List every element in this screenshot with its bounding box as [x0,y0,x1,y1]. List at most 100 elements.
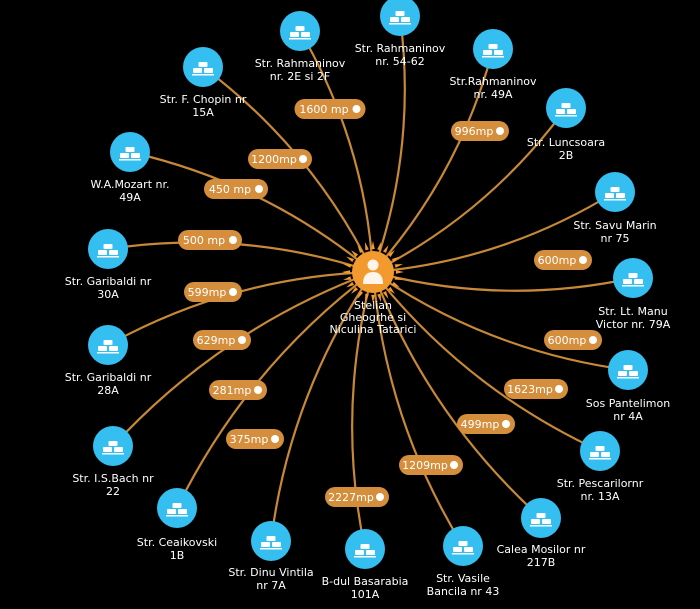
edge-label-luncsoara-2b[interactable]: 996mp [451,121,509,141]
center-spike [364,293,369,302]
edge-label-pill [204,179,268,199]
center-spike [395,270,404,274]
edge-label-dot [589,336,597,344]
edge-label-ceaikovski-1b[interactable]: 281mp [209,380,267,400]
gold-bars-icon [589,446,611,460]
center-spike [394,276,403,281]
gold-bars-icon [166,503,188,517]
gold-bars-icon [260,536,282,550]
edge-savu-marin-75 [372,191,616,274]
center-spike [357,290,364,299]
edge-label-dot [496,127,504,135]
edge-label-text: 1200mp [251,153,297,166]
edge-label-garibaldi-30a[interactable]: 500 mp [178,230,242,250]
edge-label-lt-manu-79a[interactable]: 600mp [534,250,592,270]
edge-label-mosilor-217b[interactable]: 499mp [457,414,515,434]
edge-label-dinu-vintila-7a[interactable]: 375mp [226,429,284,449]
node-label-line-1: Str. Savu Marin [573,219,656,232]
gold-bars-icon [192,62,214,76]
edge-label-garibaldi-28a[interactable]: 599mp [184,282,242,302]
center-spike [382,290,389,299]
gold-bars-icon [119,147,141,161]
edge-label-text: 500 mp [183,234,225,247]
node-circle [380,0,420,36]
center-spike [351,286,359,294]
edge-label-text: 996mp [455,125,494,138]
edge-label-dot [299,155,307,163]
edge-dinu-vintila-7a [269,271,374,542]
edge-lt-manu-79a [372,270,634,292]
node-mozart-49a[interactable]: W.A.Mozart nr.49A [91,132,170,204]
center-node[interactable]: Stelian Gheogrhe si Niculina Tatarici [329,241,417,336]
gold-bars-icon [622,273,644,287]
edge-label-rahmaninov-54[interactable]: 1600 mp [294,99,366,119]
node-label-line-1: Sos Pantelimon [586,397,670,410]
edge-label-pill [226,429,284,449]
node-label-line-1: Str. I.S.Bach nr [72,472,154,485]
node-label-line-2: 217B [527,556,556,569]
center-spike [387,250,395,258]
edge-mozart-49a [129,150,374,273]
gold-bars-icon [289,26,311,40]
node-label-line-1: Str. Rahmaninov [355,42,446,55]
node-label-line-2: 28A [97,384,119,397]
gold-bars-icon [604,187,626,201]
node-label-line-2: nr. 2E si 2F [270,70,331,83]
center-spike [351,250,359,258]
edge-label-dot [376,493,384,501]
center-spike [382,245,389,254]
edge-label-pescarilornr-13a[interactable]: 1623mp [504,379,568,399]
node-label-line-2: nr. 54-62 [375,55,424,68]
edge-label-dot [229,288,237,296]
node-label-line-1: Str. Garibaldi nr [65,371,152,384]
node-label-line-1: Str. Lt. Manu [598,305,667,318]
edge-label-bach-22[interactable]: 629mp [193,330,251,350]
edge-label-dot [271,435,279,443]
edge-label-dot [555,385,563,393]
node-label-line-1: Str. Pescarilornr [557,477,644,490]
edge-label-basarabia-101a[interactable]: 2227mp [325,487,389,507]
node-label-line-2: nr. 13A [581,490,620,503]
center-spike [371,294,375,303]
edge-label-pill [457,414,515,434]
center-label-line-2: Gheogrhe si [340,311,406,324]
center-spike [342,270,351,274]
node-label-line-2: 2B [559,149,574,162]
node-label-line-2: 101A [351,588,380,601]
edge-label-chopin-15a[interactable]: 1200mp [248,149,312,169]
edge-label-text: 2227mp [328,491,374,504]
center-spike [394,263,403,268]
center-spike [391,256,400,263]
edge-label-mozart-49a[interactable]: 450 mp [204,179,268,199]
node-label-line-1: Str. Garibaldi nr [65,275,152,288]
edge-label-pantelimon-4a[interactable]: 600mp [544,330,602,350]
center-spike [377,242,382,251]
edge-label-dot [352,105,361,113]
edge-basarabia-101a [351,271,375,550]
edge-luncsoara-2b [372,107,567,273]
node-label-line-1: Str. F. Chopin nr [160,93,247,106]
edge-ceaikovski-1b [176,271,374,509]
edge-label-vasile-bancila-43[interactable]: 1209mp [399,455,463,475]
node-label-line-2: Bancila nr 43 [427,585,500,598]
center-spike [343,263,352,268]
